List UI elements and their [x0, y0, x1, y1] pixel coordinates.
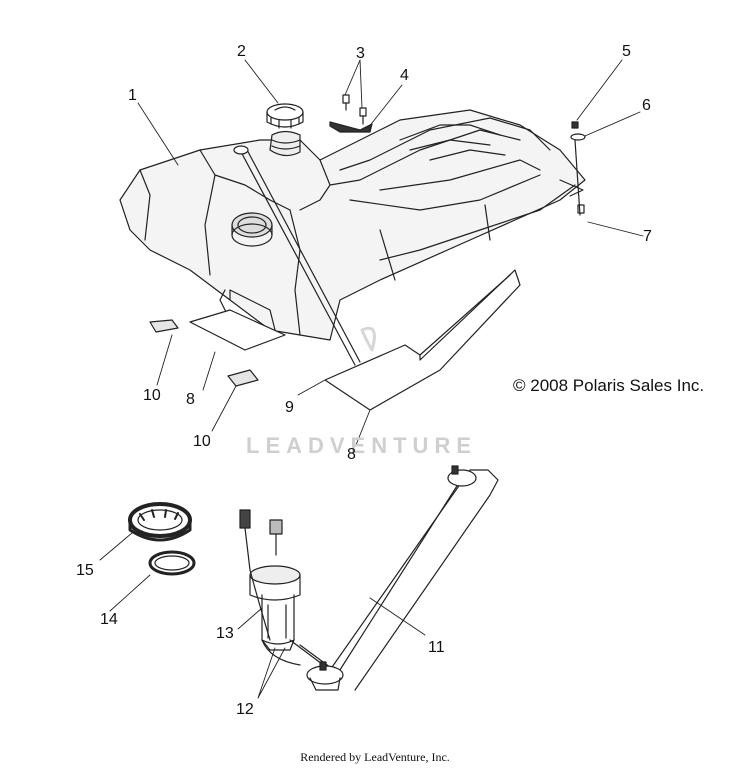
tank-pads [189, 269, 521, 411]
fuel-sender [289, 465, 499, 691]
watermark-text: LEADVENTURE [246, 433, 478, 458]
callout-11: 11 [428, 639, 445, 656]
callout-6: 6 [642, 97, 651, 114]
callout-14: 14 [100, 611, 118, 628]
filler-neck [231, 212, 273, 247]
callout-10: 10 [143, 387, 161, 404]
callout-4: 4 [400, 67, 409, 84]
footer-credit: Rendered by LeadVenture, Inc. [300, 750, 450, 764]
callout-3: 3 [356, 45, 365, 62]
callout-15: 15 [76, 562, 94, 579]
callout-2: 2 [237, 43, 246, 60]
o-ring [148, 550, 196, 576]
callout-5: 5 [622, 43, 631, 60]
leader-lines [99, 59, 644, 699]
callout-10-lower: 10 [193, 433, 211, 450]
callout-9: 9 [285, 399, 294, 416]
fuel-pump [239, 509, 301, 651]
callout-8: 8 [186, 391, 195, 408]
callout-1: 1 [128, 87, 137, 104]
copyright-notice: © 2008 Polaris Sales Inc. [513, 376, 705, 395]
screws [342, 94, 367, 125]
bracket [329, 121, 373, 133]
callout-12: 12 [236, 701, 254, 718]
gas-cap [266, 103, 304, 129]
rubber-pads [149, 319, 259, 387]
hardware-stack [570, 121, 586, 216]
fuel-tank [119, 109, 586, 341]
callout-13: 13 [216, 625, 234, 642]
callout-7: 7 [643, 228, 652, 245]
lock-ring [128, 502, 192, 542]
vent-line [233, 145, 361, 366]
fill-neck [269, 130, 301, 157]
callout-8-lower: 8 [347, 446, 356, 463]
pump-wires [249, 569, 301, 666]
